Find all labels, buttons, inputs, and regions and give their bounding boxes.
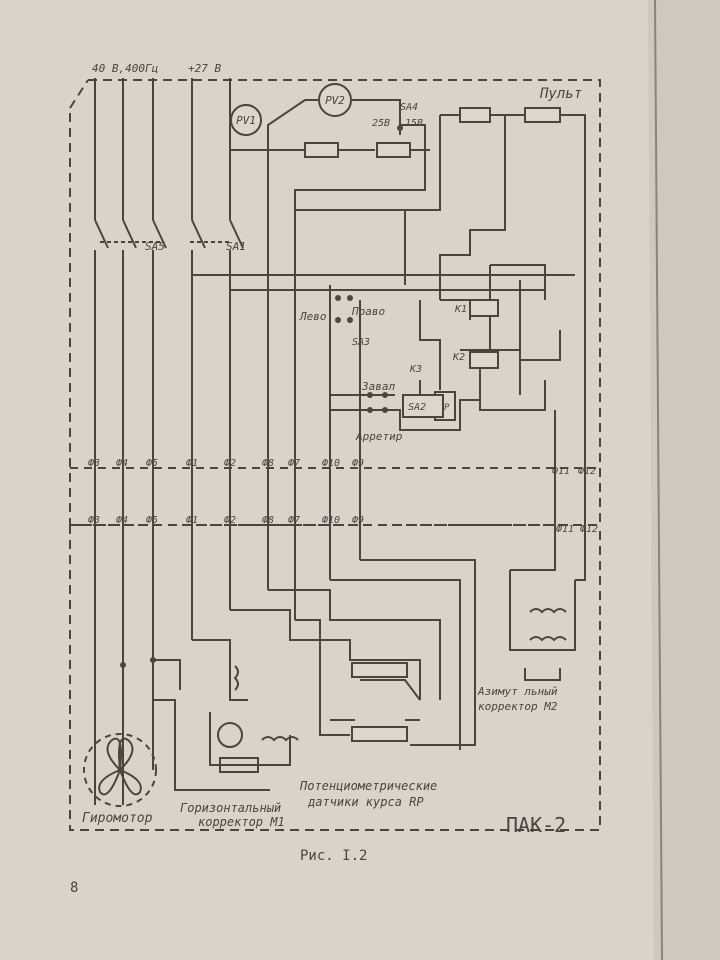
terminal-top-11: Ф12 [578, 466, 596, 477]
unit-frame [69, 525, 601, 831]
terminal-bottom-8: Ф10 [322, 515, 340, 526]
page-number: 8 [70, 880, 78, 896]
terminal-top-8: Ф10 [322, 458, 340, 469]
terminal-bottom-2: Ф4 [116, 515, 128, 526]
terminal-bottom-6: Ф8 [262, 515, 274, 526]
terminal-top-3: Ф5 [146, 458, 158, 469]
terminal-row-bottom: Ф3 Ф4 Ф5 Ф1 Ф2 Ф8 Ф7 Ф10 Ф9 Ф11 Ф12 [88, 515, 598, 535]
terminal-top-2: Ф4 [116, 458, 128, 469]
corrector-m1-body [219, 757, 259, 773]
resistor-pv2-series [304, 142, 339, 158]
terminal-top-5: Ф2 [224, 458, 236, 469]
coil-m2-b [529, 636, 567, 642]
console-frame [69, 79, 601, 526]
terminal-top-1: Ф3 [88, 458, 100, 469]
azimuth-corrector-label-1: Азимут льный [477, 685, 558, 698]
switch-sa4-label: SA4 [400, 102, 418, 113]
inductors [217, 608, 567, 773]
coil-m1-a [233, 665, 239, 691]
corrector-m1-rotor [217, 722, 243, 748]
meter-pv2-label: PV2 [325, 94, 345, 107]
potentiometer-rp1 [351, 662, 408, 678]
terminal-top-6: Ф8 [262, 458, 274, 469]
terminal-bottom-9: Ф9 [352, 515, 364, 526]
figure-caption: Рис. I.2 [300, 848, 367, 864]
control-zaval-label: Завал [361, 380, 395, 393]
switch-sa5-blades [94, 219, 167, 249]
relay-k1-label: К1 [454, 304, 467, 315]
contacts [120, 125, 403, 668]
control-right-label: Право [351, 305, 385, 318]
resistors [304, 107, 561, 742]
switch-sa2-p-label: Р [444, 403, 450, 413]
relays [402, 299, 499, 421]
gyromotor-label: Гиромотор [82, 811, 153, 826]
horizontal-corrector-label-1: Горизонтальный [180, 801, 281, 815]
unit-label: ПАК-2 [506, 813, 566, 837]
terminal-bottom-5: Ф2 [224, 515, 236, 526]
terminal-bottom-11: Ф12 [580, 524, 598, 535]
control-arretir-label: Арретир [355, 430, 403, 443]
horizontal-corrector-label-2: корректор М1 [198, 815, 285, 829]
terminal-row-top: Ф3 Ф4 Ф5 Ф1 Ф2 Ф8 Ф7 Ф10 Ф9 Ф11 Ф12 [88, 458, 596, 477]
terminal-top-7: Ф7 [288, 458, 300, 469]
meter-pv1 [230, 104, 262, 136]
gyromotor-symbol [83, 733, 157, 807]
relay-k2-label: К2 [452, 352, 465, 363]
next-page-edge [648, 0, 720, 960]
switch-sa2-label: SA2 [408, 402, 426, 413]
supply-dc-label: +27 В [188, 62, 221, 75]
switch-sa1-blades [191, 219, 244, 249]
resistor-sa4 [376, 142, 411, 158]
switch-sa1-label: SA1 [226, 240, 246, 253]
terminal-top-9: Ф9 [352, 458, 364, 469]
relay-k1-coil [469, 299, 499, 317]
switch-sa4-pos1: 25В [372, 118, 390, 129]
supply-ac-label: 40 В,400Гц [92, 62, 158, 75]
potentiometer-rp2 [351, 726, 408, 742]
terminal-bottom-7: Ф7 [288, 515, 300, 526]
azimuth-corrector-label-2: корректор М2 [478, 700, 558, 713]
terminal-top-4: Ф1 [186, 458, 198, 469]
control-left-label: Лево [299, 310, 327, 323]
page-gutter [654, 0, 663, 960]
console-label: Пульт [539, 86, 582, 102]
schematic-lines [69, 78, 601, 831]
paper-page [0, 0, 668, 960]
meter-pv2 [318, 83, 352, 117]
switch-sa4-pos2: 15В [405, 118, 423, 129]
coil-m2-a [529, 608, 567, 614]
switch-sa5-label: SA5 [145, 240, 165, 253]
resistor-r2 [524, 107, 561, 123]
meters [230, 83, 352, 136]
terminal-bottom-1: Ф3 [88, 515, 100, 526]
sensors-label-2: датчики курса RP [307, 795, 424, 809]
relay-k3-label: К3 [409, 364, 422, 375]
meter-pv1-label: PV1 [236, 114, 256, 127]
terminal-top-10: Ф11 [552, 466, 570, 477]
coil-m1-b [261, 736, 299, 742]
sensors-label-1: Потенциометрические [299, 779, 437, 793]
switch-sa2-body [402, 394, 444, 418]
resistor-r1 [459, 107, 491, 123]
switch-sa3-label: SA3 [352, 337, 370, 348]
terminal-bottom-3: Ф5 [146, 515, 158, 526]
relay-k2-coil [469, 351, 499, 369]
terminal-bottom-4: Ф1 [186, 515, 198, 526]
terminal-bottom-10: Ф11 [556, 524, 574, 535]
